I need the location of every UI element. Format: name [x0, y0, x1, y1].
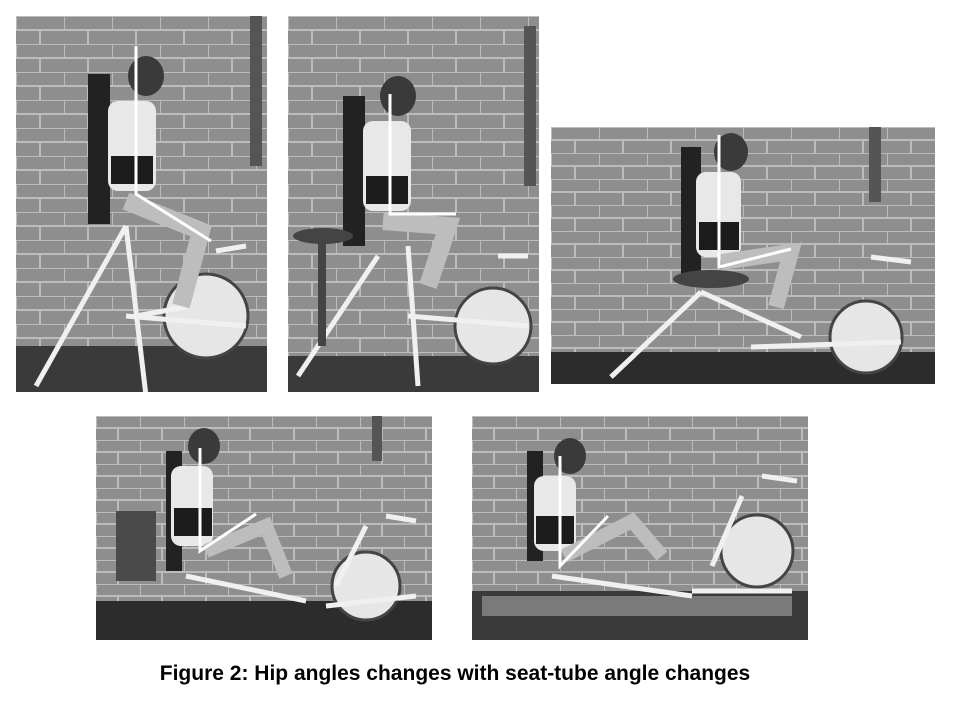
photo-moderately-reclined: [551, 127, 935, 384]
photo-recumbent: [96, 416, 432, 640]
photo-slightly-reclined: [288, 16, 539, 392]
photo-upright: [16, 16, 267, 392]
figure-caption: Figure 2: Hip angles changes with seat-t…: [159, 662, 751, 685]
photo-most-recumbent: [472, 416, 808, 640]
